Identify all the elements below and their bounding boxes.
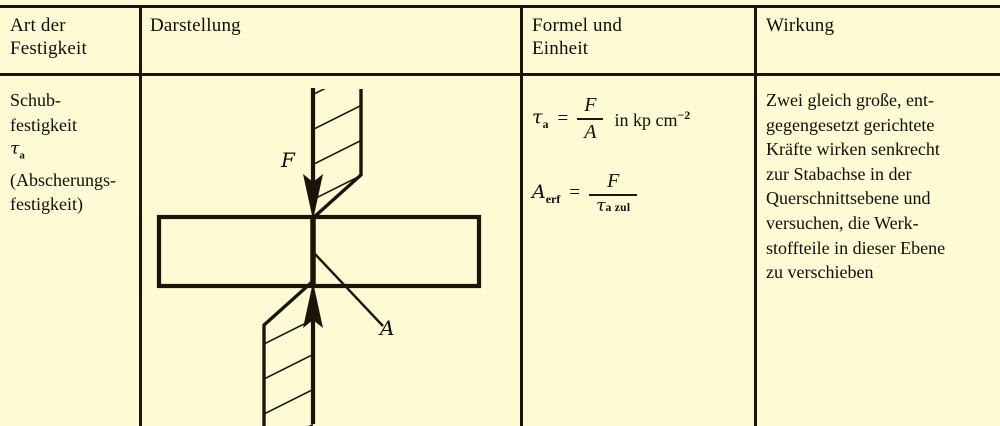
formula-lhs-symbol: A [532,180,546,203]
cell-diagram-darstellung: F A [140,76,520,426]
formula-lhs: τa [532,106,549,132]
effect-line: versuchen, die Werk- [766,212,919,233]
header-line-1: Formel und [532,15,623,36]
column-header-art-der-festigkeit: Art der Festigkeit [10,14,130,60]
header-line-2: Festigkeit [10,38,87,59]
tau-glyph: τ [10,139,20,159]
header-line-1: Art der [10,15,66,36]
effect-line: Querschnittsebene und [766,188,931,209]
formula-shear-stress: τa = F A in kp cm−2 [532,95,747,143]
equals-sign: = [557,108,569,129]
effect-line: zur Stabachse in der [766,163,912,184]
formula-lhs-subscript: a [542,116,549,131]
fraction-denominator: A [584,121,597,143]
fraction-denominator: τa zul [589,196,637,216]
tau-subscript: a [19,149,25,162]
fraction-numerator: F [584,94,597,116]
column-header-formel-und-einheit: Formel und Einheit [532,14,732,60]
formula-lhs-subscript: erf [545,191,561,206]
header-line-1: Wirkung [766,15,835,36]
area-leader-line [314,253,384,327]
unit-exponent: −2 [677,107,691,122]
formula-lhs: Aerf [532,181,560,207]
header-line-1: Darstellung [150,15,241,36]
table-top-border [0,5,1000,8]
fraction-F-over-tau-zul: F τa zul [589,170,638,216]
strength-type-line-2: festigkeit [10,114,77,135]
column-divider-1 [139,5,142,426]
strength-type-line-4: (Abscherungs- [10,169,116,190]
strength-symbol-tau-a: τa [10,137,136,168]
equals-sign: = [569,182,581,204]
formula-required-area: Aerf = F τa zul [532,171,747,216]
diagram-label-area: A [380,316,395,340]
cell-strength-type: Schub- festigkeit τa (Abscherungs- festi… [10,88,136,217]
unit-prefix: in [614,109,629,130]
force-arrow-down [303,88,323,220]
effect-line: zu verschieben [766,262,874,283]
formula-lhs-symbol: τ [532,106,543,129]
strength-type-line-1: Schub- [10,90,61,110]
denominator-subscript: a zul [605,202,631,214]
column-header-darstellung: Darstellung [150,14,500,37]
shear-force-diagram [156,88,482,426]
fraction-F-over-A: F A [577,94,604,143]
effect-line: Zwei gleich große, ent- [766,90,934,110]
diagram-label-force: F [281,148,295,172]
column-divider-3 [754,5,757,426]
column-header-wirkung: Wirkung [766,14,986,37]
header-line-2: Einheit [532,38,589,59]
effect-line: stoffteile in dieser Ebene [766,237,946,258]
force-arrow-up [303,282,323,424]
column-divider-2 [520,5,523,426]
strength-type-line-5: festigkeit) [10,194,83,215]
fraction-bar [589,194,638,196]
fraction-bar [577,118,604,120]
workpiece-bar [156,214,482,289]
unit-value: kp cm [632,109,678,130]
upper-hatching [312,89,362,219]
upper-hatched-block [311,89,364,220]
effect-line: Kräfte wirken senkrecht [766,139,940,160]
denominator-symbol: τ [596,196,606,216]
formula-unit: in kp cm−2 [614,108,690,131]
table-header-separator [0,73,1000,76]
cell-effect-description: Zwei gleich große, ent- gegengesetzt ger… [766,88,996,285]
fraction-numerator: F [607,170,620,192]
effect-line: gegengesetzt gerichtete [766,114,935,135]
cell-formulas: τa = F A in kp cm−2 Aerf = F τa zul [532,95,747,216]
